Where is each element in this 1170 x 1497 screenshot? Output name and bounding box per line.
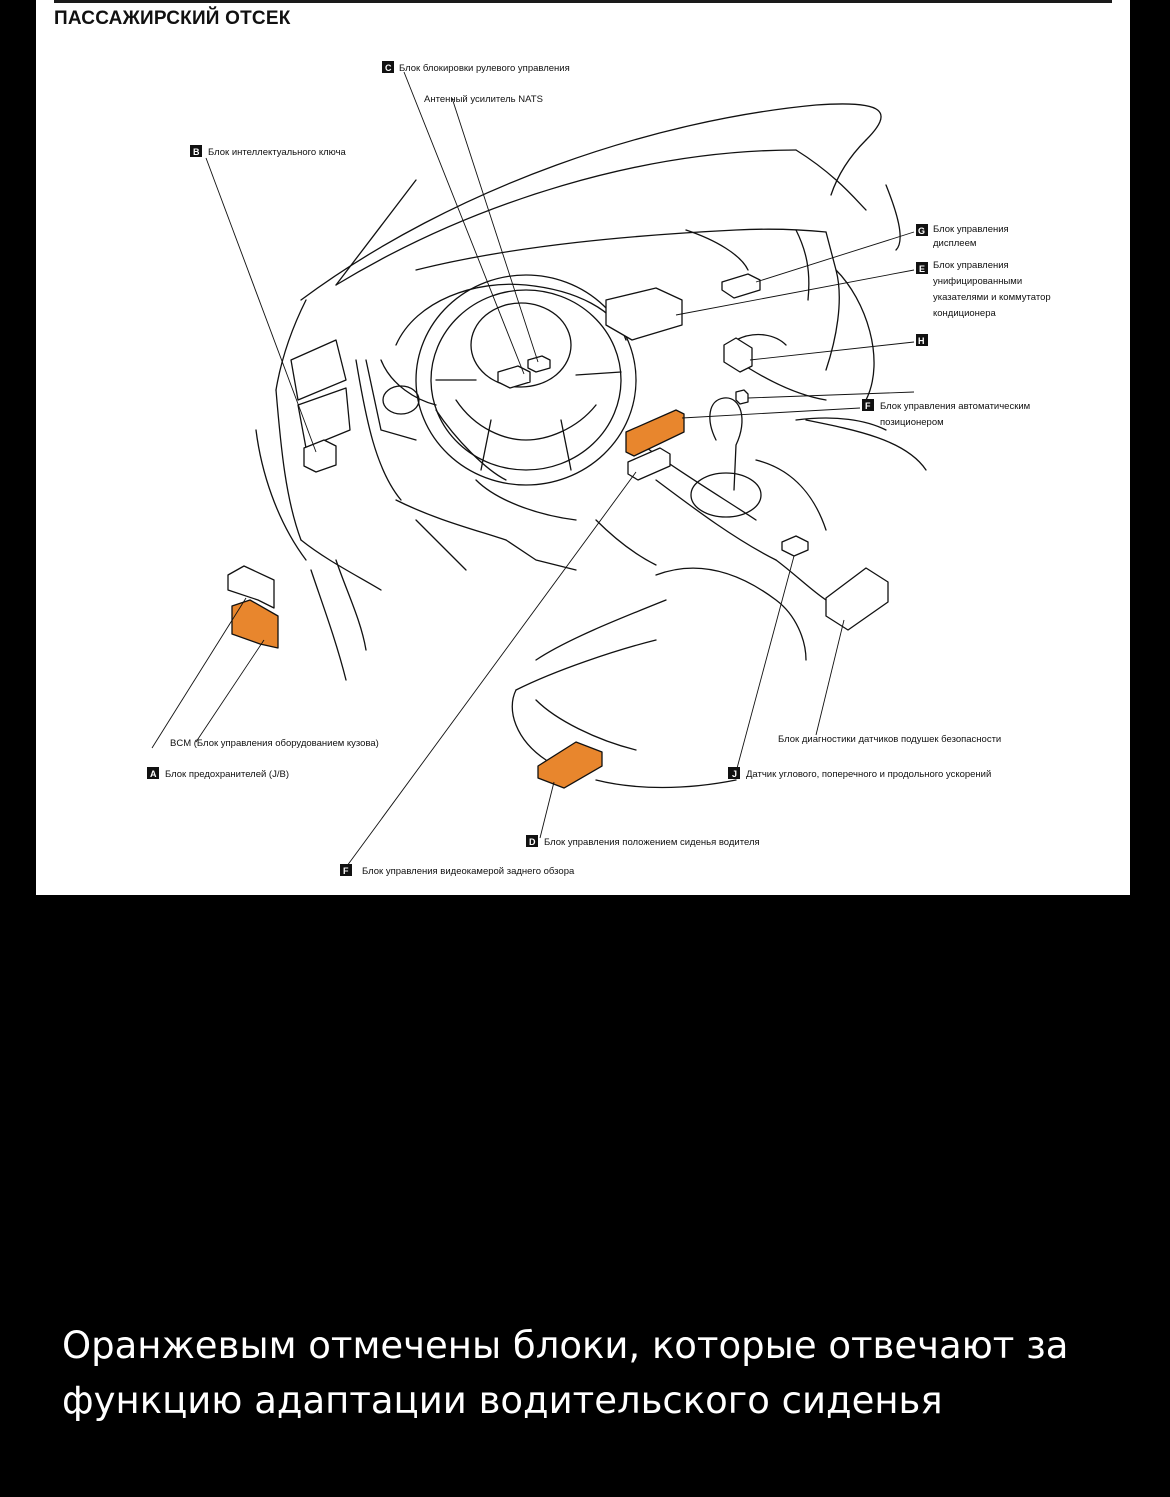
fuse-block-box bbox=[231, 599, 279, 649]
svg-text:Блок управления положением сид: Блок управления положением сиденья водит… bbox=[544, 837, 760, 848]
rear-camera-unit-box bbox=[627, 447, 671, 481]
svg-text:D: D bbox=[529, 837, 536, 847]
display-unit-box bbox=[721, 273, 761, 299]
meter-unit-box bbox=[605, 287, 683, 341]
label-nats: Антенный усилитель NATS bbox=[424, 94, 543, 105]
label-f-positioner: F Блок управления автоматическим позицио… bbox=[862, 399, 1030, 428]
label-g: G Блок управления дисплеем bbox=[916, 224, 1009, 249]
svg-text:H: H bbox=[918, 336, 925, 346]
figure-title: ПАССАЖИРСКИЙ ОТСЕК bbox=[54, 8, 291, 29]
caption-text: Оранжевым отмечены блоки, которые отвеча… bbox=[62, 1324, 1069, 1422]
accel-sensor-box bbox=[781, 535, 809, 557]
svg-text:F: F bbox=[865, 401, 871, 411]
svg-text:Блок управления: Блок управления bbox=[933, 224, 1009, 235]
svg-text:A: A bbox=[150, 769, 157, 779]
svg-text:Блок блокировки рулевого управ: Блок блокировки рулевого управления bbox=[399, 63, 570, 74]
svg-text:Датчик углового, поперечного и: Датчик углового, поперечного и продольно… bbox=[746, 769, 991, 780]
svg-text:J: J bbox=[732, 769, 737, 779]
bcm-unit-box bbox=[227, 565, 275, 609]
airbag-unit-box bbox=[825, 567, 889, 631]
label-a: A Блок предохранителей (J/B) bbox=[147, 767, 289, 780]
auto-positioner-unit-box bbox=[625, 409, 685, 457]
nats-amplifier-box bbox=[527, 355, 551, 373]
svg-text:B: B bbox=[193, 147, 200, 157]
h-unit-box bbox=[723, 337, 753, 373]
seat-control-unit-box bbox=[537, 741, 603, 789]
svg-text:кондиционера: кондиционера bbox=[933, 308, 996, 319]
svg-text:G: G bbox=[918, 226, 925, 236]
svg-text:унифицированными: унифицированными bbox=[933, 276, 1022, 287]
label-bcm: BCM (Блок управления оборудованием кузов… bbox=[170, 738, 379, 749]
label-f-camera: F Блок управления видеокамерой заднего о… bbox=[340, 864, 575, 877]
svg-text:F: F bbox=[343, 866, 349, 876]
dashboard-diagram: C Блок блокировки рулевого управления Ан… bbox=[147, 61, 1051, 877]
svg-text:Блок управления видеокамерой з: Блок управления видеокамерой заднего обз… bbox=[362, 866, 575, 877]
label-h: H bbox=[916, 334, 928, 346]
label-c: C Блок блокировки рулевого управления bbox=[382, 61, 570, 74]
svg-text:E: E bbox=[919, 264, 925, 274]
label-b: B Блок интеллектуального ключа bbox=[190, 145, 347, 158]
svg-text:C: C bbox=[385, 63, 392, 73]
svg-text:Блок управления: Блок управления bbox=[933, 260, 1009, 271]
label-d: D Блок управления положением сиденья вод… bbox=[526, 835, 760, 848]
leader-lines bbox=[151, 71, 915, 871]
svg-text:позиционером: позиционером bbox=[880, 417, 944, 428]
dashboard-sketch bbox=[255, 103, 927, 789]
module-boxes bbox=[227, 273, 889, 789]
label-airbag: Блок диагностики датчиков подушек безопа… bbox=[778, 734, 1001, 745]
diagram-figure: ПАССАЖИРСКИЙ ОТСЕК bbox=[36, 0, 1130, 895]
small-sensor-box bbox=[735, 389, 749, 405]
svg-text:Блок предохранителей (J/B): Блок предохранителей (J/B) bbox=[165, 769, 289, 780]
svg-text:дисплеем: дисплеем bbox=[933, 238, 976, 249]
smart-key-unit-box bbox=[303, 439, 337, 473]
steering-lock-unit-box bbox=[497, 365, 531, 389]
label-j: J Датчик углового, поперечного и продоль… bbox=[728, 767, 991, 780]
label-e: E Блок управления унифицированными указа… bbox=[916, 260, 1051, 319]
svg-text:Блок управления автоматическим: Блок управления автоматическим bbox=[880, 401, 1030, 412]
svg-text:Блок интеллектуального ключа: Блок интеллектуального ключа bbox=[208, 147, 347, 158]
title-rule bbox=[54, 0, 1112, 3]
svg-text:указателями и коммутатор: указателями и коммутатор bbox=[933, 292, 1051, 303]
